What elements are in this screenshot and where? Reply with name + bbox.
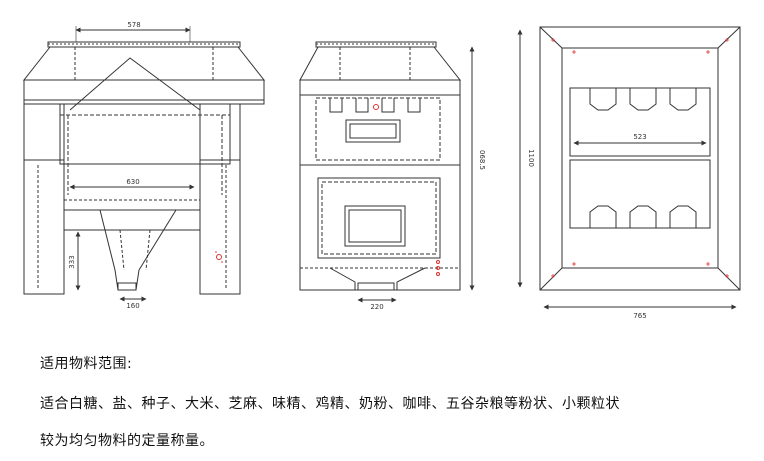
dim-plan-inner-width: 523 — [633, 133, 646, 141]
dim-front-top-width: 578 — [127, 21, 140, 29]
dim-side-height: 068.5 — [478, 150, 486, 170]
dim-front-inner-width: 630 — [126, 178, 139, 186]
dim-side-outlet-width: 220 — [370, 303, 383, 311]
dim-front-outlet-width: 160 — [126, 302, 139, 310]
materials-note: 较为均匀物料的定量称量。 — [40, 433, 214, 449]
front-view — [22, 26, 266, 302]
materials-heading: 适用物料范围: — [40, 356, 133, 372]
plan-view — [517, 26, 741, 310]
technical-drawing: 578 630 333 160 068.5 220 — [22, 21, 741, 320]
materials-list: 适合白糖、盐、种子、大米、芝麻、味精、鸡精、奶粉、咖啡、五谷杂粮等粉状、小颗粒状 — [40, 396, 620, 412]
dim-front-hopper-height: 333 — [68, 255, 76, 268]
dim-plan-outer-width: 765 — [633, 312, 646, 320]
dim-plan-height: 1100 — [527, 149, 535, 167]
side-view — [299, 41, 475, 303]
